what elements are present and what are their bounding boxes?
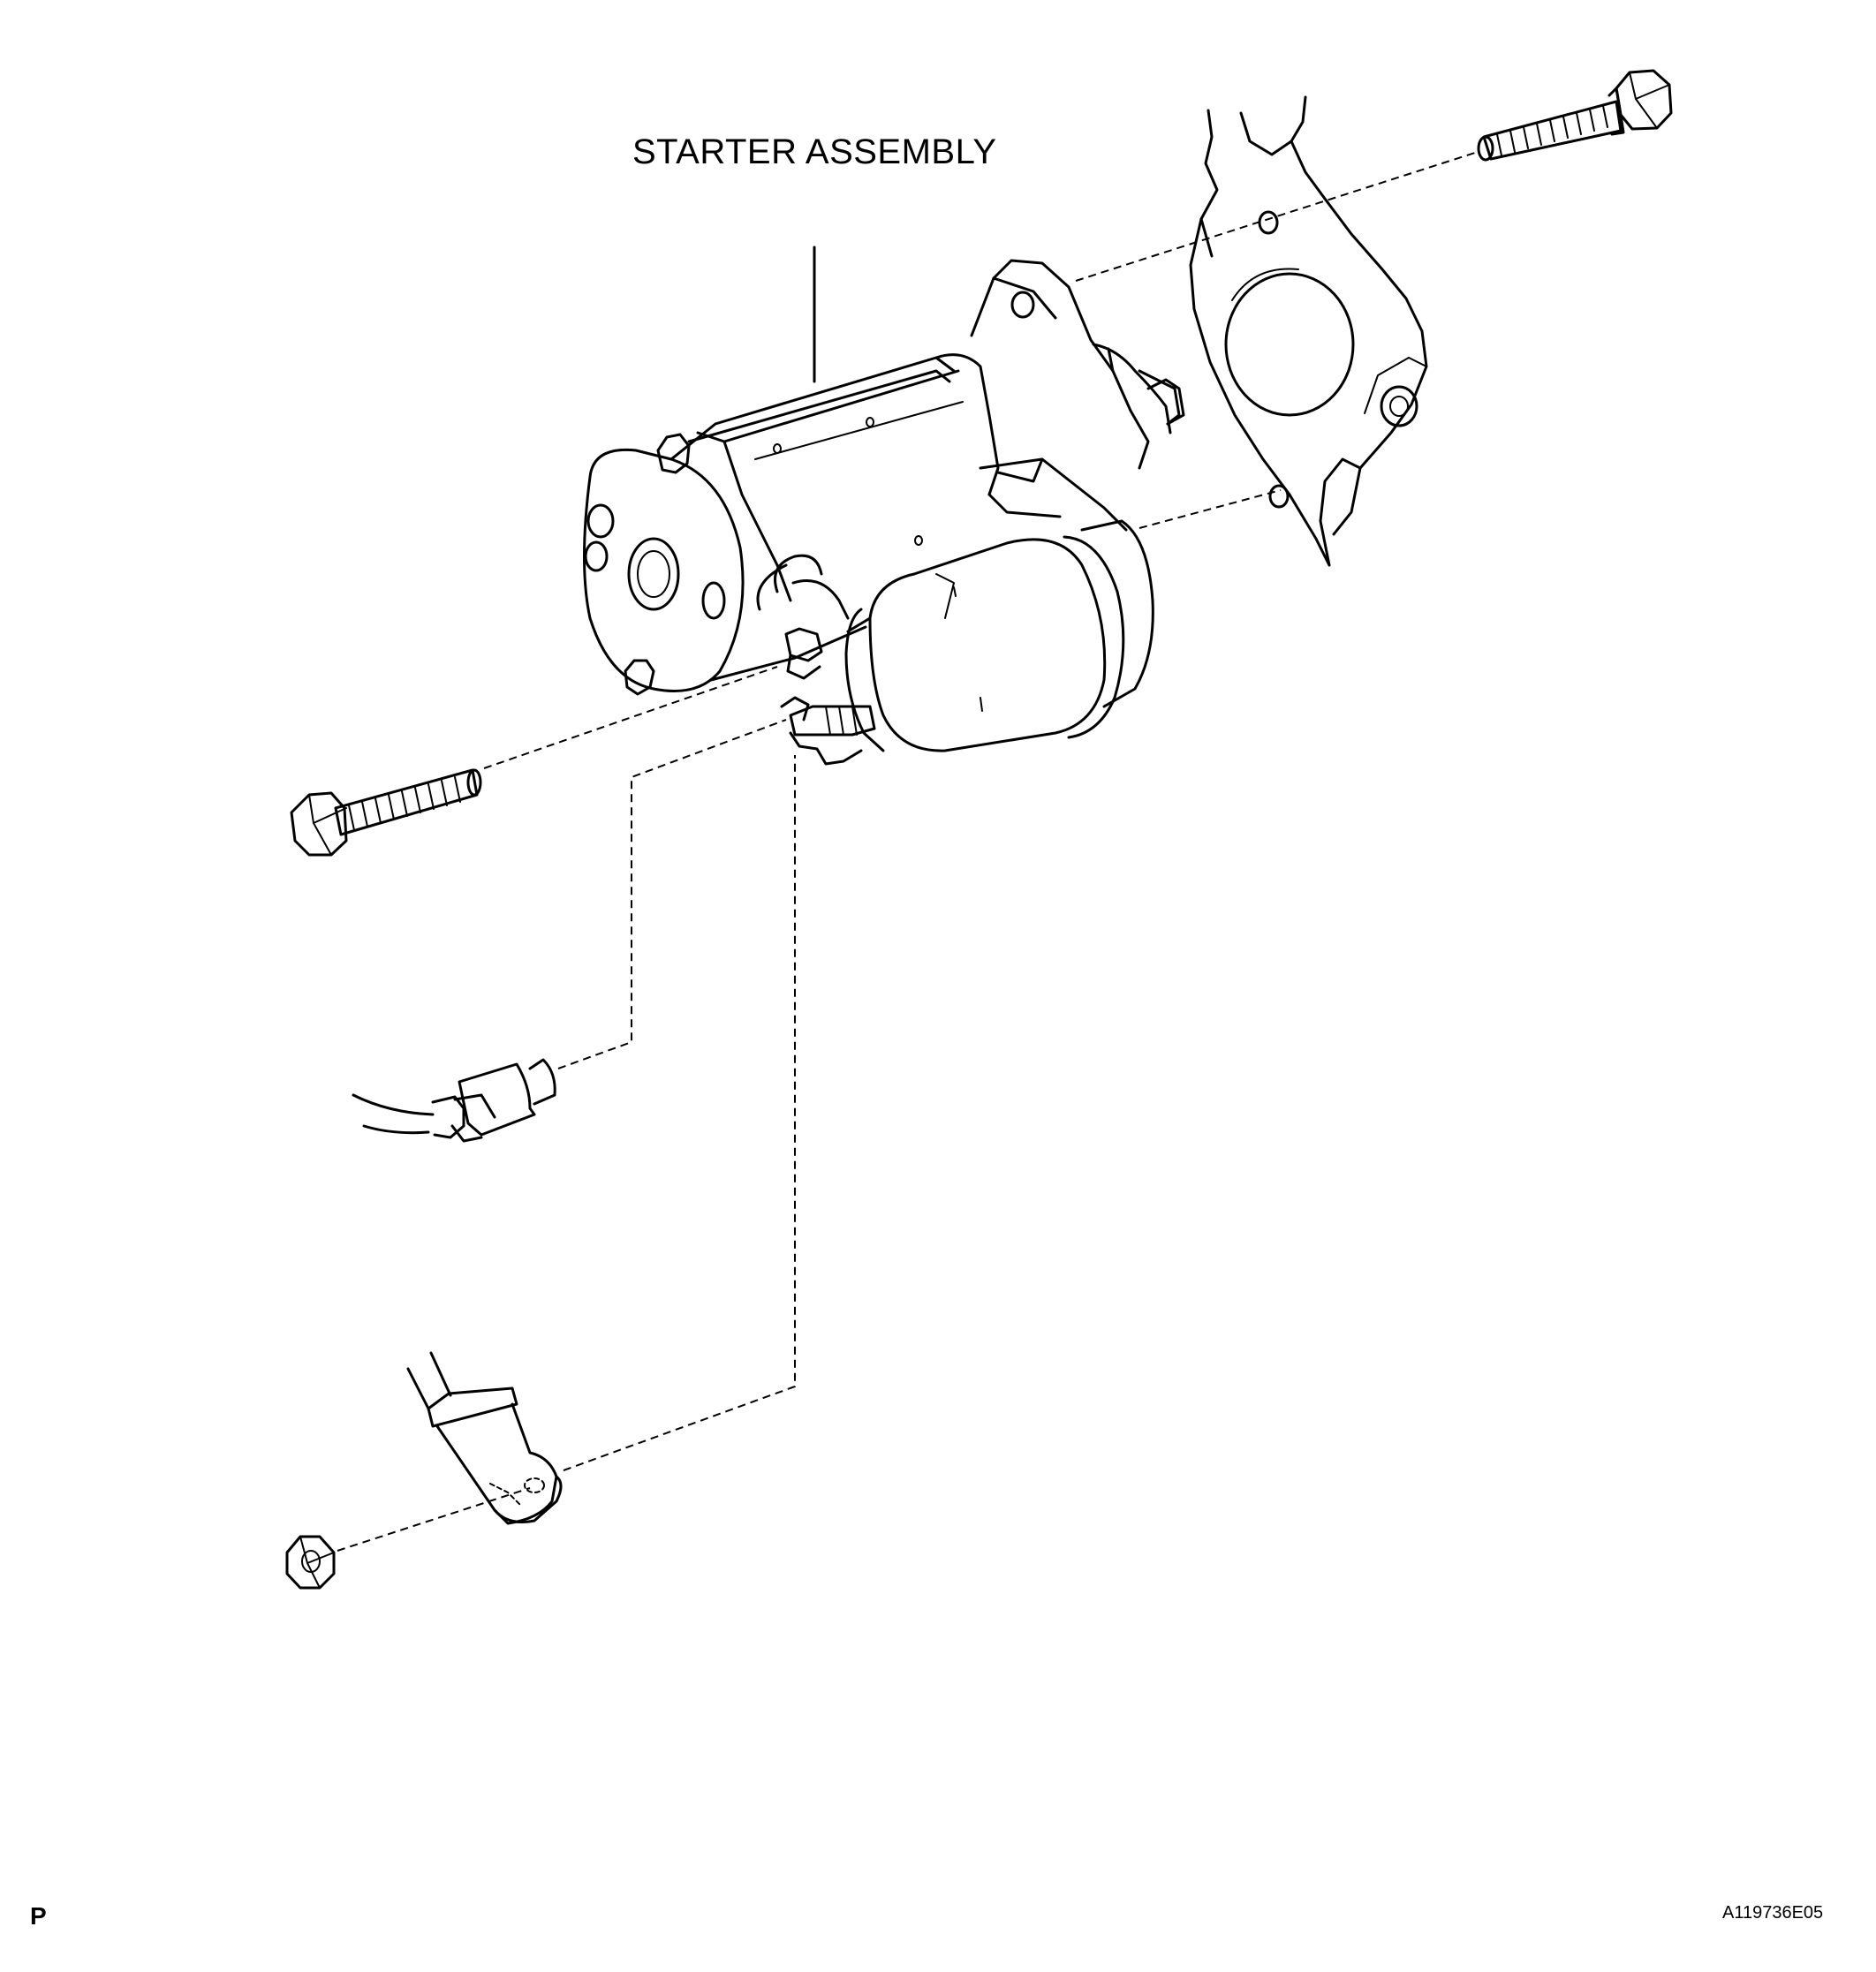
- upper-mounting-bolt: [1477, 69, 1673, 162]
- figure-code: A119736E05: [1722, 1903, 1824, 1923]
- engine-mounting-flange: [1189, 95, 1428, 567]
- lower-mounting-bolt: [290, 768, 482, 857]
- starter-motor: [583, 259, 1185, 696]
- starter-assembly-label: STARTER ASSEMBLY: [632, 132, 997, 171]
- terminal-connector-plug: [352, 1058, 556, 1143]
- corner-mark: P: [30, 1902, 47, 1930]
- magnet-switch-solenoid: [756, 519, 1154, 766]
- assembly-guide-lines: [337, 152, 1476, 1552]
- lower-wire-harness: [406, 1351, 563, 1525]
- terminal-nut: [285, 1535, 336, 1590]
